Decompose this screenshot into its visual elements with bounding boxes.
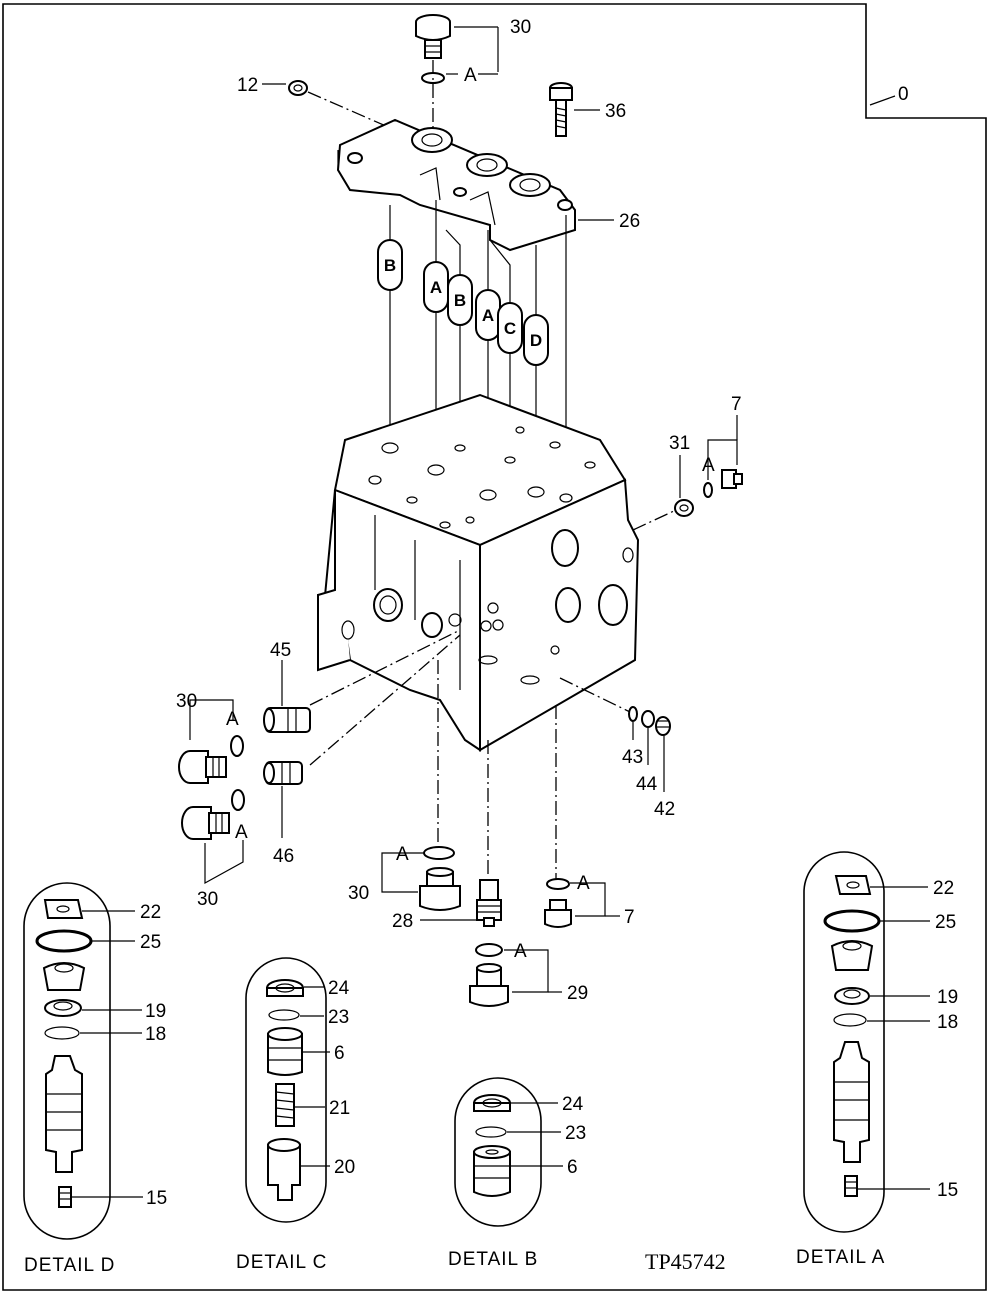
passage-tag-a1: A (423, 261, 449, 313)
corner-ref: 0 (898, 84, 909, 105)
seal-ring-left-lower (231, 789, 245, 811)
callout-30-left-upper: 30 (176, 691, 197, 712)
seal-ring-right (703, 482, 713, 498)
corner-leader (869, 95, 896, 106)
callout-26: 26 (619, 211, 640, 232)
detail-c-part-2: 23 (328, 1007, 349, 1028)
detail-b-part-1: 24 (562, 1094, 584, 1115)
callout-29: 29 (567, 983, 588, 1004)
detail-d-part-1: 22 (140, 902, 161, 923)
detail-d-caption: DETAIL D (24, 1255, 115, 1276)
plug-30-mid (419, 867, 461, 911)
detail-d-part-3: 19 (145, 1001, 166, 1022)
callout-30-left-lower: 30 (197, 889, 218, 910)
plug-12 (288, 80, 308, 96)
passage-tag-d: D (523, 314, 549, 366)
detail-b-part-3: 6 (567, 1157, 578, 1178)
seal-ref-mid: A (396, 844, 409, 865)
callout-28: 28 (392, 911, 413, 932)
bolt-36 (549, 82, 573, 137)
callout-44: 44 (636, 774, 658, 795)
passage-tag-b1: B (377, 239, 403, 291)
detail-d-part-4: 18 (145, 1024, 166, 1045)
plug-7-mid (544, 899, 572, 928)
bolt-30-left-lower (181, 806, 230, 840)
bolt-30-top (415, 14, 451, 59)
callout-12: 12 (237, 75, 258, 96)
detail-d-part-5: 15 (146, 1188, 167, 1209)
passage-tag-a2: A (475, 289, 501, 341)
detail-b: 24 23 6 (454, 1077, 586, 1227)
passage-tag-text: A (430, 278, 442, 297)
passage-tag-b2: B (447, 274, 473, 326)
callout-7-mid: 7 (624, 907, 635, 928)
passage-tag-text: B (384, 256, 396, 275)
seal-ring-mid (423, 846, 455, 860)
valve-body (317, 393, 640, 752)
callout-46: 46 (273, 846, 294, 867)
callout-7-right: 7 (731, 394, 742, 415)
passage-tag-c: C (497, 302, 523, 354)
plug-31 (674, 499, 694, 517)
plug-7-right (721, 469, 743, 489)
callout-30-top: 30 (510, 17, 531, 38)
washer-44 (641, 710, 655, 728)
detail-a-part-2: 25 (935, 912, 956, 933)
detail-c: 24 23 6 21 20 (245, 957, 355, 1223)
spool-45 (263, 707, 311, 733)
detail-c-part-5: 20 (334, 1157, 355, 1178)
detail-d-part-2: 25 (140, 932, 161, 953)
seal-ref-left-lower: A (235, 822, 248, 843)
callout-45: 45 (270, 640, 291, 661)
detail-c-part-3: 6 (334, 1043, 345, 1064)
callout-42: 42 (654, 799, 675, 820)
seal-ring-bottom (475, 943, 503, 957)
detail-a-part-3: 19 (937, 987, 958, 1008)
detail-b-part-2: 23 (565, 1123, 586, 1144)
plug-29 (469, 963, 509, 1007)
seal-ref-bottom: A (514, 941, 527, 962)
detail-a: 22 25 19 18 15 (803, 851, 958, 1233)
seal-ring-left-upper (230, 735, 244, 757)
seal-ref-left-upper: A (226, 709, 239, 730)
detail-a-part-1: 22 (933, 878, 954, 899)
passage-tag-text: B (454, 291, 466, 310)
callout-31: 31 (669, 433, 690, 454)
passage-tag-text: C (504, 319, 516, 338)
seal-ref-top: A (464, 65, 477, 86)
plug-42 (655, 716, 671, 736)
callout-43: 43 (622, 747, 643, 768)
seal-ref-mid-right: A (577, 873, 590, 894)
detail-c-part-1: 24 (328, 978, 350, 999)
page-border (2, 3, 987, 1291)
seal-43 (628, 706, 638, 722)
detail-c-caption: DETAIL C (236, 1252, 327, 1273)
valve-28 (476, 879, 502, 927)
detail-a-part-4: 18 (937, 1012, 958, 1033)
callout-36: 36 (605, 101, 626, 122)
seal-ref-right: A (702, 455, 715, 476)
passage-tag-text: A (482, 306, 494, 325)
detail-d: 22 25 19 18 15 (23, 882, 167, 1240)
detail-b-caption: DETAIL B (448, 1249, 538, 1270)
spool-46 (263, 761, 303, 785)
detail-a-part-5: 15 (937, 1180, 958, 1201)
cover-plate-26 (336, 118, 576, 252)
seal-ring-mid-right (546, 878, 570, 890)
drawing-code: TP45742 (645, 1249, 726, 1274)
callout-30-mid: 30 (348, 883, 369, 904)
bolt-30-left-upper (178, 750, 227, 784)
detail-a-caption: DETAIL A (796, 1247, 885, 1268)
detail-c-part-4: 21 (329, 1098, 350, 1119)
passage-tag-text: D (530, 331, 542, 350)
